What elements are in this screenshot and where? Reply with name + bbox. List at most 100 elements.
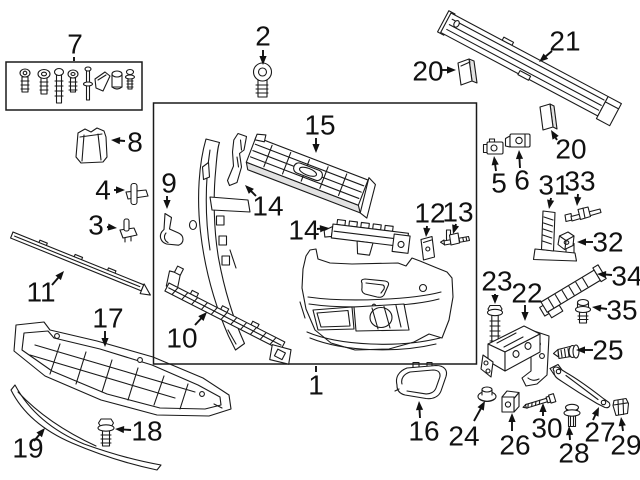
kit-bolt-long-icon (53, 67, 65, 104)
callout-label-4: 4 (95, 175, 111, 206)
washer-nozzle-cover-9 (159, 212, 184, 246)
clip-29 (612, 397, 630, 417)
kit-screw-3-icon (67, 69, 79, 93)
callout-arrowhead-icon (574, 196, 582, 206)
callout-label-30: 30 (531, 413, 562, 444)
callout-arrowhead-icon (515, 150, 524, 160)
callout-label-27: 27 (584, 417, 615, 448)
callout-arrowhead-icon (577, 238, 586, 246)
callout-arrowhead-icon (566, 426, 574, 436)
assembly-outline-box (152, 102, 478, 365)
callout-arrowhead-icon (111, 137, 121, 145)
plate-12 (420, 235, 436, 261)
molding-strip-11 (10, 231, 151, 296)
hardware-kit-box (5, 61, 143, 111)
callout-34-32: 34 (597, 261, 640, 292)
screw-25 (552, 344, 580, 360)
callout-label-17: 17 (92, 303, 123, 334)
callout-arrowhead-icon (539, 53, 549, 62)
callout-33-30: 33 (564, 166, 596, 206)
callout-arrowhead-icon (319, 225, 329, 233)
callout-32-31: 32 (577, 227, 624, 258)
callout-4-6: 4 (95, 175, 125, 206)
callout-arrowhead-icon (539, 403, 547, 412)
bolt-23 (486, 304, 504, 347)
callout-label-9: 9 (161, 168, 177, 199)
callout-label-14: 14 (252, 191, 283, 222)
callout-13-17: 13 (442, 197, 474, 234)
pad-20-lower (539, 103, 558, 131)
clip-6 (504, 133, 531, 148)
bolt-33 (564, 206, 602, 223)
callout-arrowhead-icon (415, 401, 424, 411)
nut-32 (557, 231, 575, 251)
callout-label-29: 29 (610, 430, 640, 461)
callout-7-0: 7 (67, 29, 83, 61)
callout-30-23: 30 (531, 403, 563, 444)
callout-arrowhead-icon (198, 312, 207, 322)
callout-5-35: 5 (491, 156, 507, 199)
bolt-18 (97, 418, 115, 447)
callout-19-11: 19 (12, 428, 45, 464)
callout-label-6: 6 (514, 165, 530, 196)
grille-reinforcement-15 (245, 133, 376, 219)
callout-11-8: 11 (26, 271, 64, 308)
callout-label-14: 14 (288, 215, 319, 246)
callout-label-5: 5 (491, 168, 507, 199)
callout-20-5: 20 (551, 130, 587, 165)
screw-2 (252, 62, 273, 98)
callout-arrowhead-icon (312, 144, 320, 153)
callout-label-18: 18 (131, 416, 162, 447)
callout-label-31: 31 (538, 170, 569, 201)
pad-20-upper (457, 58, 478, 86)
bumper-cover-front (299, 248, 454, 351)
bolt-35 (574, 298, 592, 324)
callout-18-10: 18 (115, 416, 163, 447)
callout-14-14: 14 (245, 185, 284, 222)
callout-21-2: 21 (539, 26, 581, 62)
callout-arrowhead-icon (259, 56, 267, 65)
callout-26-22: 26 (499, 413, 531, 461)
callout-label-20: 20 (412, 56, 443, 87)
kit-screw-2-icon (37, 68, 51, 95)
callout-label-15: 15 (304, 110, 335, 141)
callout-label-35: 35 (606, 295, 637, 326)
callout-arrowhead-icon (597, 271, 607, 279)
callout-17-9: 17 (92, 303, 124, 347)
hardware-bag (75, 127, 108, 164)
kit-rivet-icon (124, 68, 136, 90)
callout-14-15: 14 (288, 215, 329, 246)
bumper-side-support (188, 138, 251, 351)
callout-label-26: 26 (499, 430, 530, 461)
callout-23-27: 23 (481, 266, 513, 304)
callout-label-3: 3 (88, 210, 104, 241)
callout-arrowhead-icon (447, 66, 456, 74)
callout-arrowhead-icon (452, 224, 460, 234)
callout-arrowhead-icon (491, 156, 499, 166)
callout-arrowhead-icon (107, 223, 117, 231)
callout-arrowhead-icon (116, 186, 125, 194)
grommet-24 (477, 386, 497, 403)
callout-28-24: 28 (558, 426, 590, 469)
screw-13 (439, 229, 471, 246)
callout-arrowhead-icon (477, 401, 485, 411)
callout-label-8: 8 (127, 127, 143, 158)
bracket-14-lower (323, 218, 411, 256)
callout-label-24: 24 (448, 421, 479, 452)
callout-arrowhead-icon (491, 295, 499, 304)
callout-label-33: 33 (564, 166, 595, 197)
callout-label-19: 19 (12, 433, 43, 464)
callout-label-34: 34 (611, 261, 640, 292)
callout-arrowhead-icon (521, 312, 529, 321)
callout-arrowhead-icon (163, 200, 171, 209)
callout-label-12: 12 (414, 198, 445, 229)
callout-arrowhead-icon (115, 425, 125, 434)
callout-label-2: 2 (255, 21, 271, 52)
bracket-22 (480, 325, 550, 387)
callout-2-1: 2 (255, 21, 271, 65)
callout-arrowhead-icon (618, 417, 626, 427)
kit-pin-icon (82, 66, 94, 101)
